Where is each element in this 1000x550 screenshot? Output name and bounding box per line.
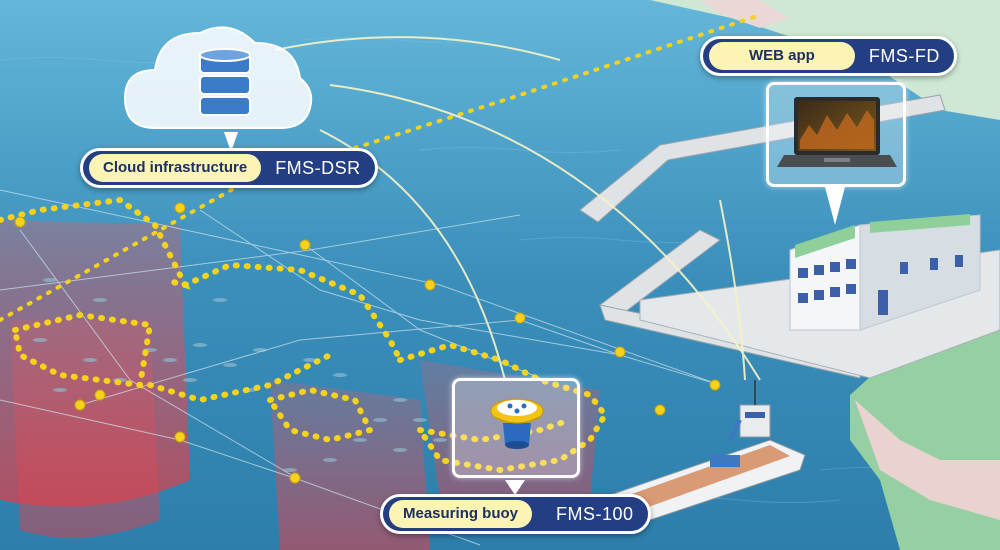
cloud-infrastructure-label: Cloud infrastructure FMS-DSR — [80, 148, 378, 188]
buoy-tag: Measuring buoy — [389, 500, 533, 528]
web-connector — [825, 187, 845, 225]
web-tag: WEB app — [709, 42, 855, 70]
buoy-icon — [490, 398, 544, 449]
buoy-inset — [452, 378, 580, 478]
cloud-tag: Cloud infrastructure — [89, 154, 262, 182]
laptop-inset — [766, 82, 906, 187]
cloud-connector — [224, 132, 238, 152]
measuring-buoy-label: Measuring buoy FMS-100 — [380, 494, 651, 534]
buoy-product: FMS-100 — [556, 503, 634, 524]
database-cloud-icon — [123, 26, 313, 129]
float-rings — [0, 196, 609, 474]
data-link-dotted — [0, 13, 762, 322]
web-app-label: WEB app FMS-FD — [700, 36, 957, 76]
grid-floats — [14, 202, 721, 484]
boat — [609, 380, 806, 521]
land-top-right — [650, 0, 1000, 120]
coast-rocks — [700, 0, 790, 28]
laptop-icon — [777, 97, 897, 167]
office-building — [789, 214, 981, 331]
cliff — [855, 400, 1000, 520]
cloud-product: FMS-DSR — [275, 157, 361, 178]
buoy-connector — [505, 480, 525, 495]
web-product: FMS-FD — [868, 45, 940, 66]
